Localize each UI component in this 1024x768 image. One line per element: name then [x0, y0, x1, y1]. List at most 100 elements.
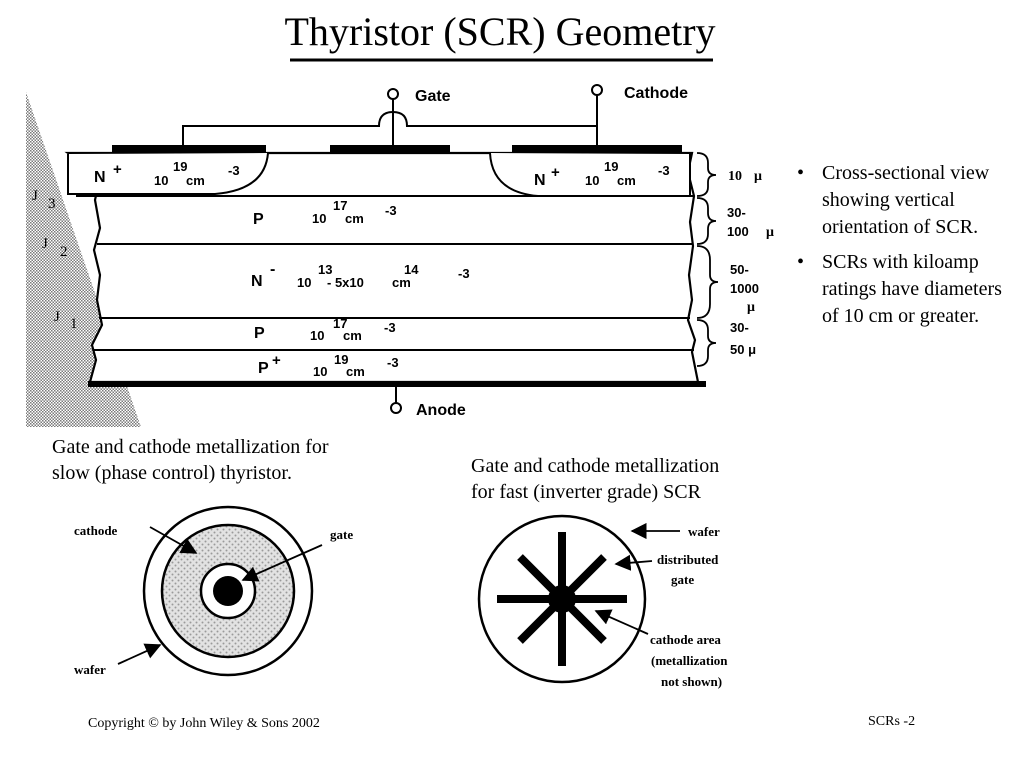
- svg-text:cm: cm: [617, 173, 636, 188]
- slow-wafer-arrow: [117, 643, 162, 665]
- cathode-terminal-label: Cathode: [624, 85, 688, 102]
- svg-text:μ: μ: [754, 169, 762, 184]
- svg-text:-3: -3: [658, 163, 670, 178]
- thickness-label-3: 50- 1000 μ: [730, 262, 759, 315]
- svg-text:10: 10: [297, 275, 311, 290]
- svg-text:-3: -3: [384, 320, 396, 335]
- junction-j3-label: J 3: [32, 188, 56, 212]
- svg-text:J: J: [42, 236, 48, 252]
- fast-cathode-label-2: (metallization: [651, 653, 728, 668]
- svg-text:cm: cm: [392, 275, 411, 290]
- fast-cathode-arrow: [594, 609, 649, 635]
- svg-text:50 μ: 50 μ: [730, 342, 756, 357]
- slide-number: SCRs -2: [868, 714, 916, 729]
- svg-text:μ: μ: [747, 300, 755, 315]
- thickness-brace-3: [696, 245, 719, 319]
- slow-gate-arrow: [241, 544, 323, 582]
- svg-text:50-: 50-: [730, 262, 749, 277]
- svg-text:-: -: [270, 261, 275, 278]
- fast-cathode-label-1: cathode area: [650, 632, 721, 647]
- svg-text:30-: 30-: [730, 320, 749, 335]
- slow-cathode-label: cathode: [74, 523, 118, 538]
- cathode-metal-right: [512, 145, 682, 152]
- svg-text:N: N: [534, 172, 546, 189]
- anode-terminal-label: Anode: [416, 402, 466, 419]
- fast-gate-arrow: [614, 554, 653, 571]
- svg-text:30-: 30-: [727, 205, 746, 220]
- svg-text:-3: -3: [458, 266, 470, 281]
- svg-text:P: P: [254, 325, 265, 342]
- anode-metal: [88, 381, 706, 387]
- cathode-interconnect: [182, 110, 597, 145]
- svg-text:100: 100: [727, 224, 749, 239]
- region-p-lower: P 10 17 cm -3: [254, 316, 396, 343]
- svg-text:10: 10: [313, 364, 327, 379]
- svg-text:-3: -3: [387, 355, 399, 370]
- svg-text:N: N: [251, 273, 263, 290]
- thickness-label-2: 30- 100 μ: [727, 205, 774, 240]
- slow-gate-contact: [213, 576, 243, 606]
- copyright-text: Copyright © by John Wiley & Sons 2002: [88, 716, 320, 731]
- svg-text:cm: cm: [186, 173, 205, 188]
- slow-thyristor-diagram: cathode gate wafer: [74, 505, 353, 677]
- region-p-plus: P + 10 19 cm -3: [258, 352, 399, 379]
- thickness-label-4: 30- 50 μ: [730, 320, 756, 357]
- anode-terminal-icon: [390, 402, 402, 414]
- thickness-brace-4: [696, 319, 717, 367]
- region-n-minus: N - 10 13 - 5x10 14 cm -3: [251, 261, 470, 290]
- svg-text:13: 13: [318, 262, 332, 277]
- svg-text:+: +: [272, 352, 281, 369]
- cathode-metal-left: [112, 145, 266, 152]
- bullet-list: Cross-sectional view showing vertical or…: [795, 160, 1020, 338]
- thickness-brace-1: [696, 152, 717, 197]
- region-n-plus-left: N + 10 19 cm -3: [94, 159, 240, 188]
- svg-text:- 5x10: - 5x10: [327, 275, 364, 290]
- fast-cathode-label-3: not shown): [661, 674, 722, 689]
- fast-gate-label-2: gate: [671, 572, 694, 587]
- svg-text:10: 10: [312, 211, 326, 226]
- fast-scr-diagram: wafer distributed gate cathode area (met…: [477, 514, 728, 689]
- slow-caption-line-1: Gate and cathode metallization for: [52, 436, 329, 458]
- svg-text:1000: 1000: [730, 281, 759, 296]
- page-title: Thyristor (SCR) Geometry: [284, 9, 716, 54]
- svg-text:-3: -3: [228, 163, 240, 178]
- svg-text:1: 1: [70, 316, 78, 332]
- svg-text:cm: cm: [346, 364, 365, 379]
- svg-text:10: 10: [154, 173, 168, 188]
- svg-text:-3: -3: [385, 203, 397, 218]
- fast-gate-label-1: distributed: [657, 552, 719, 567]
- svg-text:cm: cm: [343, 328, 362, 343]
- svg-text:19: 19: [334, 352, 348, 367]
- svg-text:17: 17: [333, 198, 347, 213]
- slow-wafer-label: wafer: [74, 662, 106, 677]
- bullet-item: Cross-sectional view showing vertical or…: [795, 160, 1020, 241]
- svg-text:17: 17: [333, 316, 347, 331]
- gate-metal-center: [330, 145, 450, 152]
- region-n-plus-right: N + 10 19 cm -3: [534, 159, 670, 189]
- n-plus-right-well: [489, 152, 691, 197]
- thickness-brace-2: [696, 197, 717, 245]
- fast-gate-center: [548, 585, 576, 613]
- svg-text:J: J: [32, 188, 38, 204]
- svg-text:P: P: [258, 360, 269, 377]
- slow-gate-label: gate: [330, 527, 353, 542]
- fast-caption-line-1: Gate and cathode metallization: [471, 455, 720, 477]
- svg-text:N: N: [94, 169, 106, 186]
- svg-text:3: 3: [48, 196, 56, 212]
- slow-caption-line-2: slow (phase control) thyristor.: [52, 462, 292, 484]
- svg-text:14: 14: [404, 262, 419, 277]
- svg-text:19: 19: [604, 159, 618, 174]
- svg-text:10: 10: [728, 169, 742, 184]
- svg-text:10: 10: [585, 173, 599, 188]
- fast-caption-line-2: for fast (inverter grade) SCR: [471, 481, 701, 503]
- svg-text:μ: μ: [766, 225, 774, 240]
- svg-text:P: P: [253, 211, 264, 228]
- bullet-item: SCRs with kiloamp ratings have diameters…: [795, 249, 1020, 330]
- fast-wafer-label: wafer: [688, 524, 720, 539]
- gate-terminal-label: Gate: [415, 88, 451, 105]
- thickness-label-1: 10 μ: [728, 169, 762, 184]
- svg-text:2: 2: [60, 244, 68, 260]
- slow-cathode-arrow: [149, 526, 198, 554]
- svg-text:10: 10: [310, 328, 324, 343]
